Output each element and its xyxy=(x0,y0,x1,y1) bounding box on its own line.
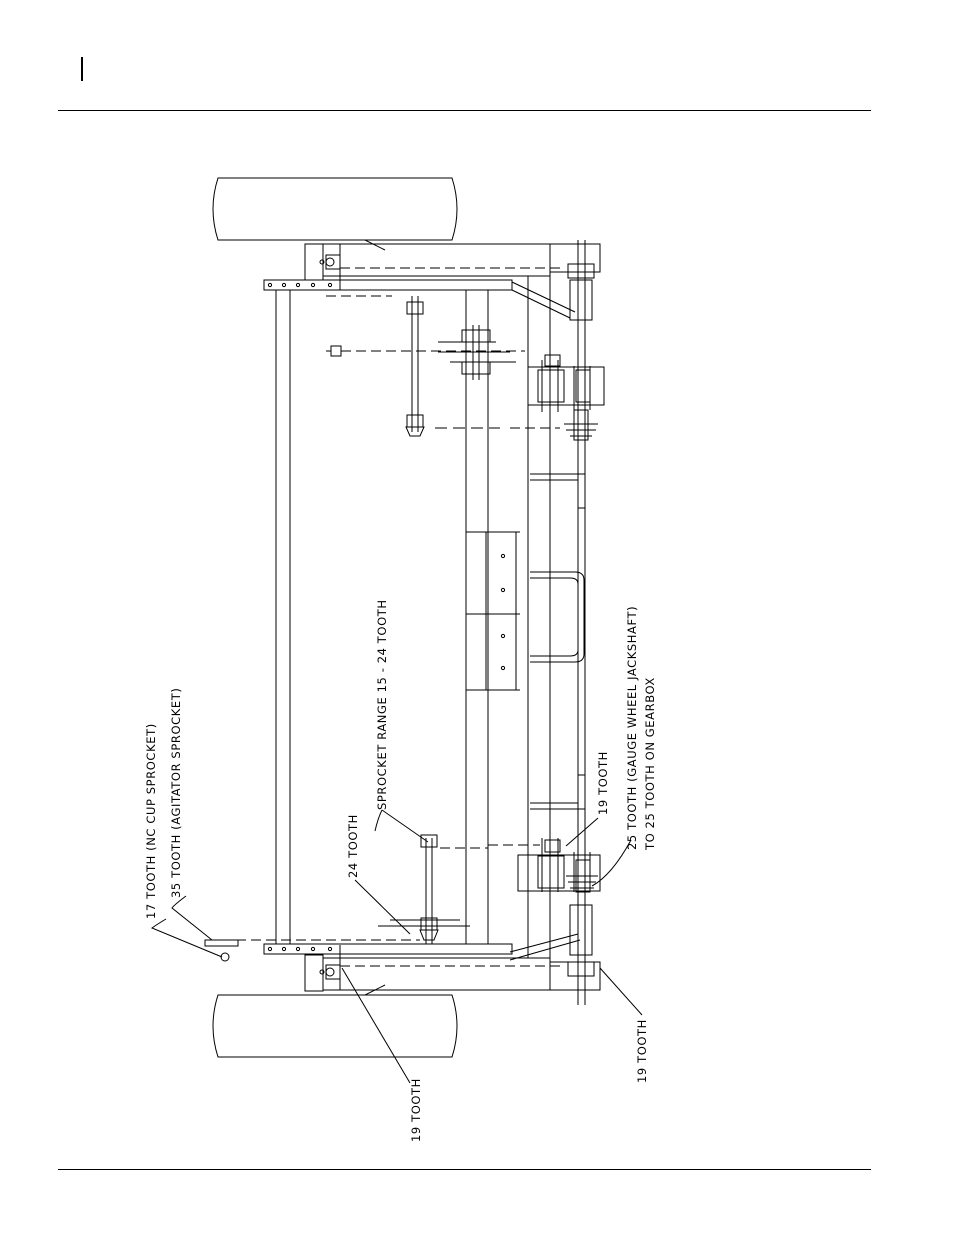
label-19-tooth-gearbox: 19 TOOTH xyxy=(596,751,610,815)
upper-gearbox xyxy=(527,366,605,406)
frame-top-plate xyxy=(263,279,513,291)
bottom-tire xyxy=(212,994,458,1058)
lower-gearbox xyxy=(517,854,601,892)
header-margin-bar xyxy=(81,57,83,81)
label-24-tooth: 24 TOOTH xyxy=(346,814,360,878)
header-rule xyxy=(58,110,871,111)
top-tire xyxy=(212,177,458,241)
label-19-tooth-bottom: 19 TOOTH xyxy=(635,1019,649,1083)
label-agitator-sprocket: 35 TOOTH (AGITATOR SPROCKET) xyxy=(169,688,183,898)
label-gearbox-25-tooth: TO 25 TOOTH ON GEARBOX xyxy=(643,677,657,851)
frame-bottom-plate xyxy=(263,943,513,955)
label-gauge-wheel-jackshaft: 25 TOOTH (GAUGE WHEEL JACKSHAFT) xyxy=(625,606,639,850)
label-sprocket-range: SPROCKET RANGE 15 - 24 TOOTH xyxy=(375,599,389,810)
label-19-tooth-wheel: 19 TOOTH xyxy=(409,1078,423,1142)
footer-rule xyxy=(58,1169,871,1170)
label-nc-cup-sprocket: 17 TOOTH (NC CUP SPROCKET) xyxy=(144,723,158,919)
